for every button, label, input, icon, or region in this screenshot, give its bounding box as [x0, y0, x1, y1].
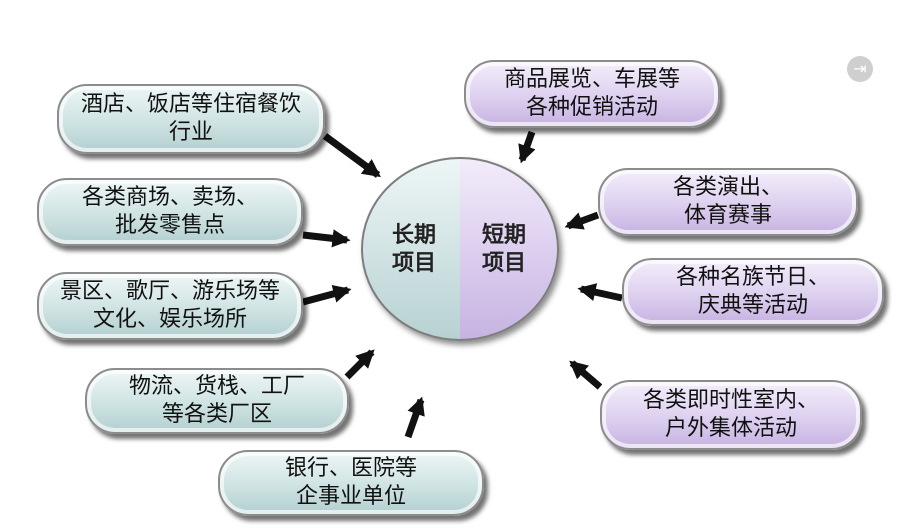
center-circle — [361, 157, 559, 341]
arrow-festival — [577, 283, 623, 302]
exit-icon[interactable]: ⇥ — [847, 56, 873, 82]
arrow-hotel — [322, 133, 381, 178]
short-term-item-outdoor: 各类即时性室内、 户外集体活动 — [600, 380, 862, 450]
arrow-bank — [404, 396, 425, 439]
arrow-mall — [302, 229, 351, 248]
long-term-item-scenic: 景区、歌厅、游乐场等 文化、娱乐场所 — [37, 272, 303, 340]
center-right-half — [460, 158, 558, 340]
long-term-item-hotel: 酒店、饭店等住宿餐饮 行业 — [57, 84, 325, 154]
arrow-scenic — [302, 284, 352, 306]
short-term-item-festival: 各种名族节日、 庆典等活动 — [622, 258, 884, 326]
long-term-item-logistics: 物流、货栈、工厂 等各类厂区 — [85, 368, 349, 434]
arrow-exhibition — [518, 130, 536, 164]
arrow-outdoor — [569, 360, 603, 390]
long-term-item-mall: 各类商场、卖场、 批发零售点 — [37, 178, 303, 246]
center-long-term-label: 长期 项目 — [391, 223, 436, 276]
short-term-item-performance: 各类演出、 体育赛事 — [598, 168, 858, 236]
center-short-term-label: 短期 项目 — [481, 223, 526, 276]
arrow-performance — [564, 211, 600, 230]
short-term-item-exhibition: 商品展览、车展等 各种促销活动 — [464, 60, 720, 128]
center-left-half — [362, 158, 460, 340]
long-term-item-bank: 银行、医院等 企事业单位 — [218, 450, 484, 516]
arrow-logistics — [344, 349, 375, 380]
